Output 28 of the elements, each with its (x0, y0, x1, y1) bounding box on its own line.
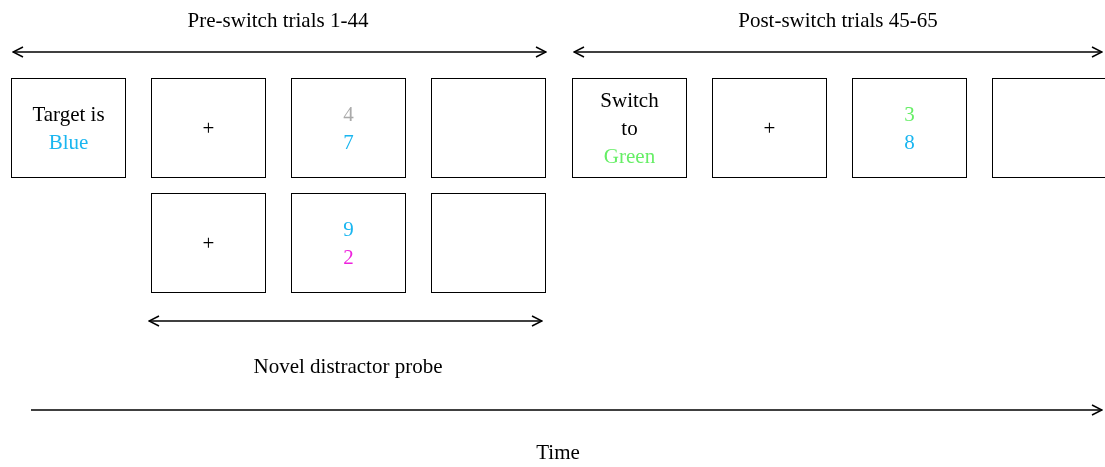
digit: 7 (343, 129, 354, 156)
span-label: Post-switch trials 45-65 (738, 8, 938, 33)
fixation-cross: + (202, 230, 215, 257)
cue-text: Blue (48, 129, 89, 156)
screen-box (712, 78, 827, 178)
screen-box (151, 78, 266, 178)
fixation-cross: + (763, 115, 776, 142)
span-label: Novel distractor probe (253, 354, 443, 379)
blank-screen-box (431, 193, 546, 293)
blank-screen-box (992, 78, 1105, 178)
screen-box (11, 78, 126, 178)
cue-text: Green (603, 143, 656, 170)
cue-text: Switch to (599, 87, 660, 142)
digit: 8 (904, 129, 915, 156)
digit: 9 (343, 216, 354, 243)
screen-box (291, 193, 406, 293)
span-label: Pre-switch trials 1-44 (187, 8, 369, 33)
fixation-cross: + (202, 115, 215, 142)
blank-screen-box (431, 78, 546, 178)
screen-box (572, 78, 687, 178)
screen-box (151, 193, 266, 293)
axis-label: Time (536, 440, 580, 465)
digit: 2 (343, 244, 354, 271)
digit: 4 (343, 101, 354, 128)
digit: 3 (904, 101, 915, 128)
screen-box (852, 78, 967, 178)
cue-text: Target is (32, 101, 105, 128)
screen-box (291, 78, 406, 178)
